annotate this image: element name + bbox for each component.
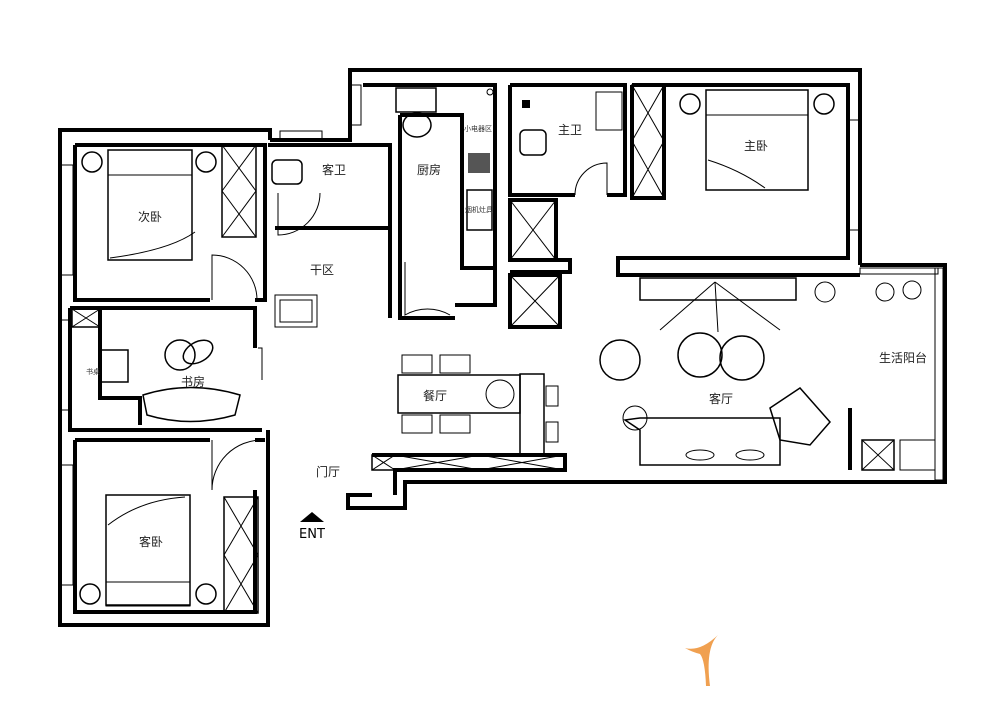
label-living: 客厅 — [709, 391, 733, 406]
study-furniture — [99, 339, 241, 423]
doors — [211, 162, 608, 491]
beds — [79, 89, 936, 607]
label-stove: 烟机灶具 — [465, 205, 493, 214]
label-balcony: 生活阳台 — [879, 350, 927, 365]
dining-furniture — [397, 354, 559, 457]
label-study: 书房 — [181, 374, 205, 389]
room-labels: 次卧 客卫 厨房 小电器区 烟机灶具 主卫 主卧 干区 书房 书桌 餐厅 客厅 … — [86, 123, 927, 549]
label-master-bath: 主卫 — [558, 123, 582, 137]
walls — [58, 68, 947, 627]
living-furniture — [599, 277, 922, 466]
label-desk: 书桌 — [86, 367, 100, 376]
label-second-bedroom: 次卧 — [138, 210, 162, 224]
label-dry-area: 干区 — [310, 263, 334, 277]
label-master-bedroom: 主卧 — [744, 139, 768, 153]
watermark-logo — [685, 635, 718, 686]
label-small-appliance: 小电器区 — [464, 124, 492, 133]
label-guest-bath: 客卫 — [322, 162, 346, 177]
entrance-label: ENT — [299, 527, 325, 542]
label-dining: 餐厅 — [423, 388, 447, 403]
wardrobes — [71, 84, 895, 614]
entrance-arrow-icon — [300, 512, 324, 522]
fixtures — [271, 87, 547, 231]
label-foyer: 门厅 — [316, 464, 340, 479]
label-kitchen: 厨房 — [417, 162, 441, 177]
entrance-marker: ENT — [299, 512, 325, 542]
label-guest-bedroom: 客卧 — [139, 534, 163, 549]
windows — [60, 84, 944, 586]
